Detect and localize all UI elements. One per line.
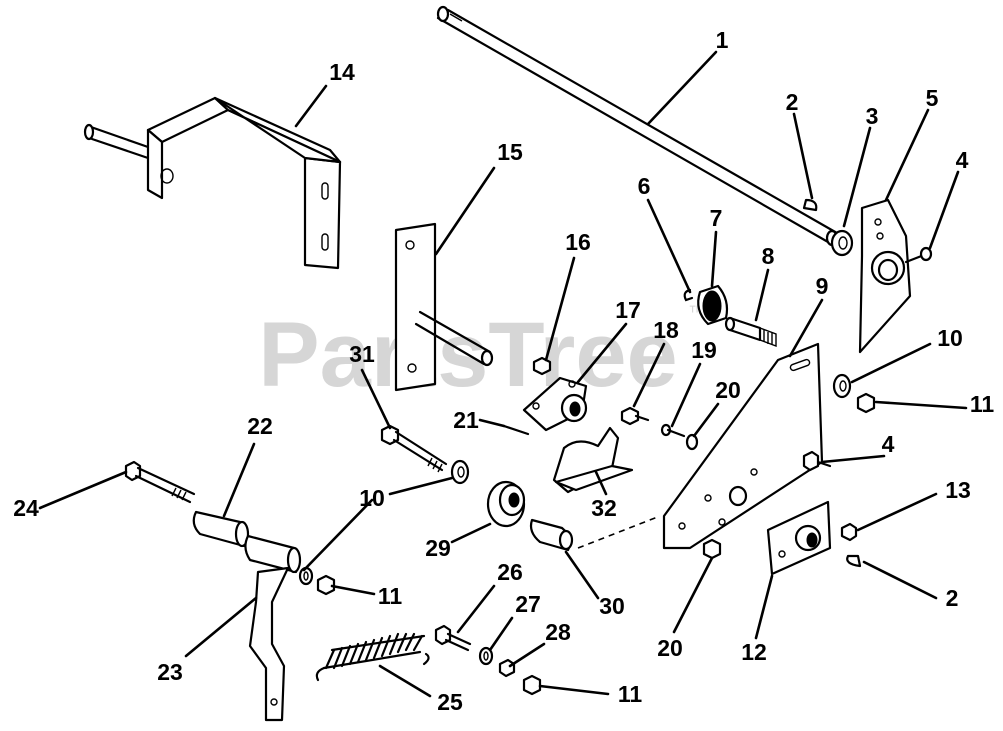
part-10-washer-lower [298, 566, 314, 586]
part-32-bracket [552, 426, 634, 494]
part-23-lever [244, 534, 302, 722]
callout-31: 31 [349, 341, 375, 367]
callout-13: 13 [945, 477, 971, 503]
callout-22: 22 [247, 413, 273, 439]
callout-11: 11 [970, 391, 995, 417]
part-31-bolt [380, 424, 448, 473]
part-3-washer [830, 229, 854, 257]
callout-17: 17 [615, 297, 641, 323]
part-20-nut-lower [702, 538, 722, 560]
part-11-nut-bottom [522, 674, 542, 696]
part-14-bracket [83, 96, 342, 270]
part-10-washer-upper [832, 373, 852, 399]
callout-14: 14 [329, 59, 355, 85]
part-1-shaft [436, 5, 839, 247]
part-7-bushing [697, 284, 729, 326]
part-27-washer [478, 646, 494, 666]
callout-26: 26 [497, 559, 523, 585]
part-26-bolt [434, 624, 472, 652]
part-30-spacer [529, 518, 574, 552]
callout-19: 19 [691, 337, 717, 363]
part-4-screw-upper [904, 246, 933, 264]
part-11-nut-lower-left [316, 574, 336, 596]
callout-10: 10 [937, 325, 963, 351]
callout-4-lower: 4 [882, 431, 895, 457]
part-25-spring [315, 632, 430, 682]
part-2-key-lower [846, 554, 862, 568]
callout-2: 2 [786, 89, 799, 115]
callout-23: 23 [157, 659, 183, 685]
part-4-bolt-lower [802, 450, 832, 472]
callout-30: 30 [599, 593, 625, 619]
part-11-nut-upper [856, 392, 876, 414]
callout-7: 7 [710, 205, 723, 231]
part-28-lockwasher [498, 658, 516, 678]
callout-25: 25 [437, 689, 463, 715]
part-5-arm [858, 198, 912, 354]
callout-24: 24 [13, 495, 39, 521]
callout-20: 20 [715, 377, 741, 403]
callout-27: 27 [515, 591, 541, 617]
part-20-washer-upper [685, 433, 699, 451]
part-12-plate [766, 500, 832, 576]
assembly-dashed-line [577, 515, 661, 549]
callout-8: 8 [762, 243, 775, 269]
callout-11-bottom: 11 [618, 681, 643, 707]
callout-12: 12 [741, 639, 767, 665]
callout-numbers: 1 2 3 5 4 14 15 6 7 8 9 10 11 16 17 18 1… [13, 27, 994, 715]
callout-28: 28 [545, 619, 571, 645]
part-18-bolt [620, 406, 650, 426]
part-17-flange-bearing [522, 376, 588, 432]
part-8-stud [724, 316, 777, 348]
callout-3: 3 [866, 103, 879, 129]
part-24-bolt [124, 460, 196, 504]
callout-6: 6 [638, 173, 651, 199]
part-19-bolt [660, 423, 686, 438]
part-22-tube [192, 510, 250, 548]
callout-18: 18 [653, 317, 679, 343]
callout-11-left: 11 [378, 583, 403, 609]
part-21-pin [502, 424, 530, 436]
part-29-bearing [486, 480, 526, 528]
callout-2-lower: 2 [946, 585, 959, 611]
callout-1: 1 [716, 27, 729, 53]
callout-9: 9 [816, 273, 829, 299]
callout-21: 21 [453, 407, 479, 433]
part-10-washer-mid [450, 459, 470, 485]
callout-29: 29 [425, 535, 451, 561]
callout-16: 16 [565, 229, 591, 255]
callout-15: 15 [497, 139, 523, 165]
callout-5: 5 [926, 85, 939, 111]
part-2-key-upper [802, 198, 818, 212]
callout-4: 4 [956, 147, 969, 173]
callout-20-lower: 20 [657, 635, 683, 661]
callout-10-mid: 10 [359, 485, 385, 511]
part-13-nut [840, 522, 858, 542]
leader-lines [38, 50, 968, 698]
part-16-nut [532, 356, 552, 376]
part-15-plate [394, 222, 494, 392]
callout-32: 32 [591, 495, 617, 521]
